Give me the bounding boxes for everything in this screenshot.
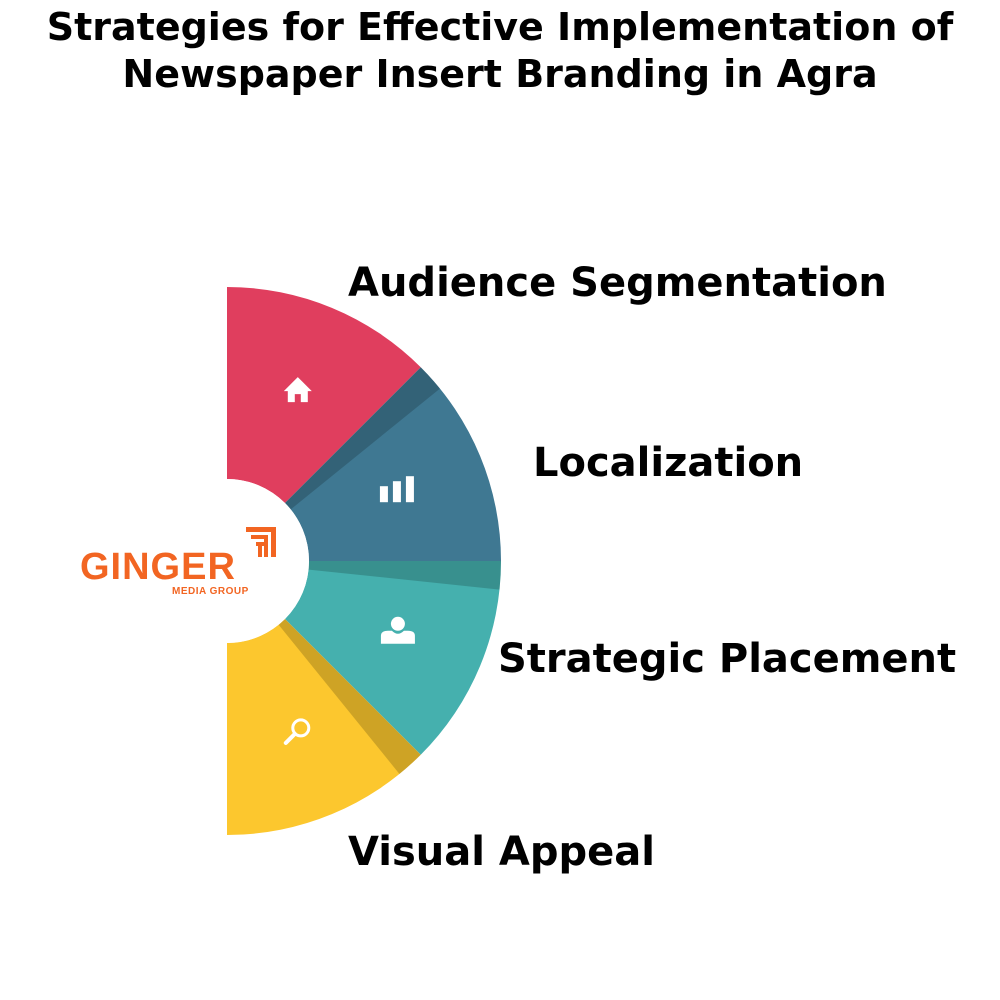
user-icon <box>380 616 415 644</box>
segment-shadow-3 <box>308 561 501 590</box>
segment-shadow-4 <box>278 618 421 774</box>
bar-chart-icon <box>379 476 414 503</box>
logo-mark-icon <box>246 527 276 557</box>
ginger-media-logo: GINGER MEDIA GROUP <box>80 527 280 607</box>
segment-label-audience-segmentation: Audience Segmentation <box>348 260 887 306</box>
segment-2 <box>284 367 501 561</box>
title-line-2: Newspaper Insert Branding in Agra <box>122 52 878 96</box>
logo-tagline: MEDIA GROUP <box>172 586 249 597</box>
segment-1 <box>227 287 421 504</box>
segment-3 <box>284 561 501 755</box>
segment-label-localization: Localization <box>533 440 804 486</box>
title-line-1: Strategies for Effective Implementation … <box>46 5 954 49</box>
segment-4 <box>227 618 421 835</box>
center-hole <box>145 479 309 643</box>
logo-wordmark: GINGER <box>80 546 236 588</box>
search-icon <box>283 718 311 745</box>
home-icon <box>283 377 312 403</box>
segment-label-visual-appeal: Visual Appeal <box>348 829 655 875</box>
page-title: Strategies for Effective Implementation … <box>0 4 1000 98</box>
segment-label-strategic-placement: Strategic Placement <box>498 636 957 682</box>
segment-shadow-2 <box>284 367 440 510</box>
